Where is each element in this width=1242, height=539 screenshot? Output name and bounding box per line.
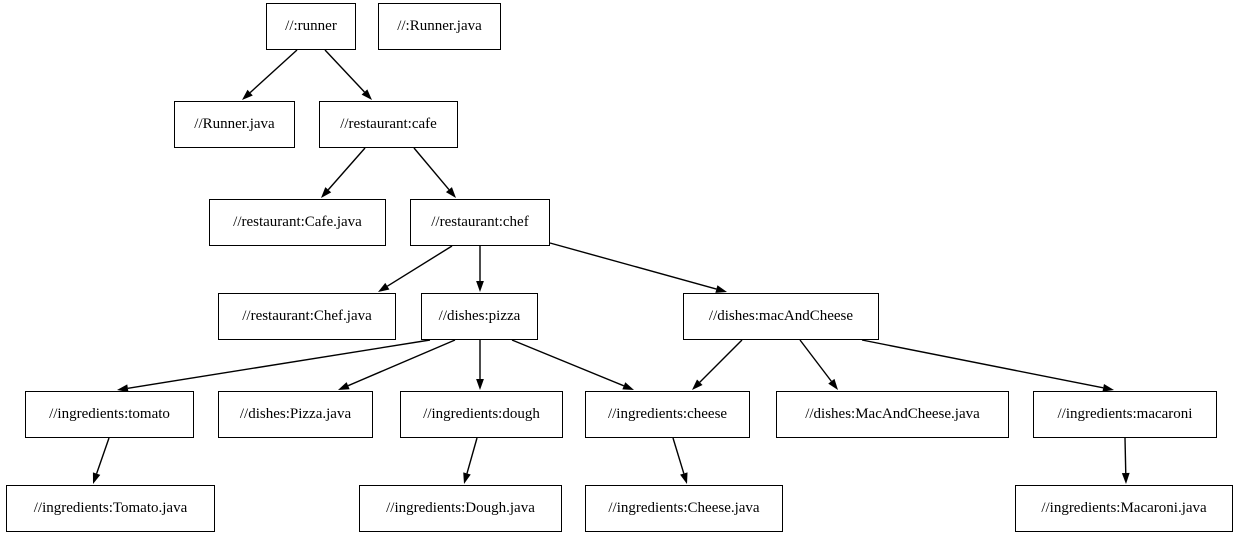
edge-arrowhead	[692, 379, 703, 390]
graph-node-label: //dishes:macAndCheese	[708, 308, 854, 324]
graph-node-restaurant_cafe[interactable]: //restaurant:cafe	[319, 101, 458, 148]
edge-arrowhead	[321, 187, 332, 198]
graph-node-label: //ingredients:cheese	[607, 406, 728, 422]
graph-node-cafe_java[interactable]: //restaurant:Cafe.java	[209, 199, 386, 246]
edge-arrowhead	[680, 472, 688, 484]
edge-line	[347, 339, 456, 387]
edge-line	[549, 242, 717, 290]
graph-node-tomato_java[interactable]: //ingredients:Tomato.java	[6, 485, 215, 532]
edge-line	[799, 339, 832, 382]
edge-arrowhead	[476, 281, 484, 292]
graph-node-dishes_mac[interactable]: //dishes:macAndCheese	[683, 293, 879, 340]
graph-node-cheese_java[interactable]: //ingredients:Cheese.java	[585, 485, 783, 532]
edge-arrowhead	[378, 282, 390, 292]
edge-line	[1124, 437, 1127, 474]
graph-node-macaroni_java[interactable]: //ingredients:Macaroni.java	[1015, 485, 1233, 532]
edge-arrowhead	[476, 379, 484, 390]
graph-node-ing_tomato[interactable]: //ingredients:tomato	[25, 391, 194, 438]
graph-node-label: //restaurant:chef	[431, 214, 529, 230]
graph-node-label: //dishes:pizza	[438, 308, 521, 324]
graph-node-label: //restaurant:cafe	[340, 116, 437, 132]
edge-line	[699, 339, 743, 383]
edge-line	[249, 49, 298, 94]
graph-node-label: //ingredients:dough	[423, 406, 540, 422]
graph-node-label: //restaurant:Chef.java	[242, 308, 372, 324]
graph-node-dough_java[interactable]: //ingredients:Dough.java	[359, 485, 562, 532]
graph-node-label: //ingredients:Tomato.java	[33, 500, 188, 516]
graph-node-ing_macaroni[interactable]: //ingredients:macaroni	[1033, 391, 1217, 438]
graph-node-runner_java_root[interactable]: //:Runner.java	[378, 3, 501, 50]
graph-node-mac_java[interactable]: //dishes:MacAndCheese.java	[776, 391, 1009, 438]
graph-node-runner_java[interactable]: //Runner.java	[174, 101, 295, 148]
graph-node-chef_java[interactable]: //restaurant:Chef.java	[218, 293, 396, 340]
graph-node-label: //ingredients:Macaroni.java	[1041, 500, 1207, 516]
edge-arrowhead	[715, 285, 727, 293]
edge-line	[413, 147, 450, 191]
edge-arrowhead	[445, 187, 456, 198]
graph-node-label: //ingredients:Cheese.java	[608, 500, 760, 516]
edge-line	[672, 437, 685, 474]
edge-line	[386, 245, 453, 287]
graph-node-label: //:Runner.java	[397, 18, 482, 34]
graph-node-label: //ingredients:Dough.java	[386, 500, 535, 516]
edge-arrowhead	[92, 472, 101, 484]
edge-arrowhead	[1121, 472, 1130, 484]
edge-arrowhead	[622, 382, 634, 390]
edge-arrowhead	[338, 382, 350, 390]
graph-node-label: //ingredients:tomato	[49, 406, 170, 422]
edge-line	[327, 147, 366, 191]
edge-arrowhead	[828, 378, 838, 390]
graph-node-ing_dough[interactable]: //ingredients:dough	[400, 391, 563, 438]
edge-line	[511, 339, 625, 387]
graph-node-label: //dishes:Pizza.java	[239, 406, 352, 422]
graph-node-restaurant_chef[interactable]: //restaurant:chef	[410, 199, 550, 246]
edge-line	[861, 339, 1104, 389]
edge-line	[95, 437, 110, 474]
graph-node-label: //ingredients:macaroni	[1057, 406, 1193, 422]
edge-arrowhead	[242, 89, 253, 100]
graph-node-pizza_java[interactable]: //dishes:Pizza.java	[218, 391, 373, 438]
graph-node-label: //:runner	[285, 18, 337, 34]
graph-node-dishes_pizza[interactable]: //dishes:pizza	[421, 293, 538, 340]
edge-line	[324, 49, 365, 93]
edge-arrowhead	[463, 472, 471, 484]
graph-node-label: //restaurant:Cafe.java	[233, 214, 362, 230]
edge-line	[466, 437, 478, 474]
edge-arrowhead	[361, 89, 372, 100]
graph-node-ing_cheese[interactable]: //ingredients:cheese	[585, 391, 750, 438]
graph-node-runner[interactable]: //:runner	[266, 3, 356, 50]
graph-node-label: //dishes:MacAndCheese.java	[805, 406, 980, 422]
graph-node-label: //Runner.java	[194, 116, 275, 132]
edge-line	[127, 339, 431, 389]
